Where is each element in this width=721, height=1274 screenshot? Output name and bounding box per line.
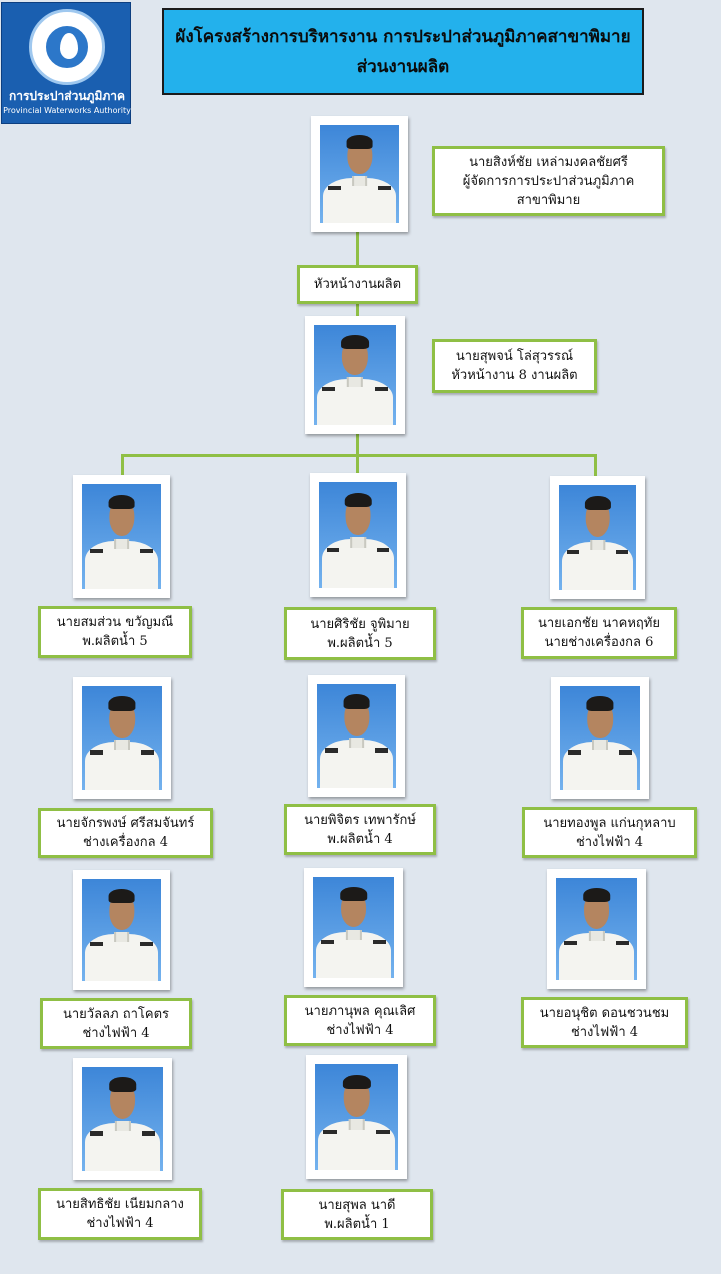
manager-position-line1: ผู้จัดการการประปาส่วนภูมิภาค: [462, 173, 635, 189]
staff-position-1: พ.ผลิตน้ำ 5: [82, 634, 148, 649]
staff-photo-7: [73, 870, 170, 990]
logo-name-en: Provincial Waterworks Authority: [3, 106, 131, 115]
staff-position-11: พ.ผลิตน้ำ 1: [324, 1216, 390, 1232]
staff-name-10: นายสิทธิชัย เนียมกลาง: [56, 1197, 184, 1212]
staff-position-5: พ.ผลิตน้ำ 4: [327, 831, 393, 847]
chart-title: ผังโครงสร้างการบริหารงาน การประปาส่วนภูม…: [162, 8, 644, 95]
staff-photo-9: [547, 869, 646, 989]
staff-photo-5: [308, 675, 405, 797]
staff-photo-8: [304, 868, 403, 987]
head-name-box: นายสุพจน์ โล่สุวรรณ์ หัวหน้างาน 8 งานผลิ…: [432, 339, 597, 393]
staff-name-box-6: นายทองพูล แก่นกุหลาบ ช่างไฟฟ้า 4: [522, 807, 697, 858]
staff-name-box-10: นายสิทธิชัย เนียมกลาง ช่างไฟฟ้า 4: [38, 1188, 202, 1240]
staff-name-1: นายสมส่วน ขวัญมณี: [56, 615, 174, 630]
section-label-box: หัวหน้างานผลิต: [297, 265, 418, 304]
staff-name-11: นายสุพล นาดี: [318, 1197, 396, 1213]
title-line-2: ส่วนงานผลิต: [356, 56, 450, 77]
staff-photo-2: [310, 473, 406, 597]
staff-name-8: นายภานุพล คุณเลิศ: [304, 1003, 416, 1019]
staff-name-3: นายเอกชัย นาคหฤทัย: [537, 616, 660, 631]
staff-position-3: นายช่างเครื่องกล 6: [544, 635, 654, 650]
manager-position-line2: สาขาพิมาย: [516, 192, 581, 208]
connector-horizontal: [121, 454, 597, 457]
logo-name-th: การประปาส่วนภูมิภาค: [8, 89, 126, 103]
staff-photo-1: [73, 475, 170, 598]
manager-name-box: นายสิงห์ชัย เหล่ามงคลชัยศรี ผู้จัดการการ…: [432, 146, 665, 216]
staff-photo-6: [551, 677, 649, 799]
staff-photo-4: [73, 677, 171, 799]
staff-name-4: นายจักรพงษ์ ศรีสมจันทร์: [56, 816, 195, 831]
staff-position-10: ช่างไฟฟ้า 4: [86, 1216, 154, 1231]
staff-name-5: นายพิจิตร เทพารักษ์: [304, 812, 416, 828]
staff-name-2: นายศิริชัย จูพิมาย: [310, 616, 410, 632]
staff-name-box-3: นายเอกชัย นาคหฤทัย นายช่างเครื่องกล 6: [521, 607, 677, 659]
staff-name-box-1: นายสมส่วน ขวัญมณี พ.ผลิตน้ำ 5: [38, 606, 192, 658]
staff-photo-3: [550, 476, 645, 599]
staff-photo-11: [306, 1055, 407, 1179]
staff-name-box-11: นายสุพล นาดี พ.ผลิตน้ำ 1: [281, 1189, 433, 1240]
title-line-1: ผังโครงสร้างการบริหารงาน การประปาส่วนภูม…: [175, 26, 631, 47]
staff-name-box-7: นายวัลลภ ถาโคตร ช่างไฟฟ้า 4: [40, 998, 192, 1049]
pwa-logo: การประปาส่วนภูมิภาค Provincial Waterwork…: [1, 2, 131, 124]
staff-position-6: ช่างไฟฟ้า 4: [575, 834, 644, 850]
head-name: นายสุพจน์ โล่สุวรรณ์: [455, 349, 574, 364]
staff-position-4: ช่างเครื่องกล 4: [83, 835, 168, 850]
head-position: หัวหน้างาน 8 งานผลิต: [451, 368, 578, 383]
staff-name-box-9: นายอนุชิต ดอนชวนชม ช่างไฟฟ้า 4: [521, 997, 688, 1048]
connector-right-drop: [594, 454, 597, 476]
connector-section-head: [356, 302, 359, 316]
staff-name-box-5: นายพิจิตร เทพารักษ์ พ.ผลิตน้ำ 4: [284, 804, 436, 855]
staff-photo-10: [73, 1058, 172, 1180]
staff-name-box-8: นายภานุพล คุณเลิศ ช่างไฟฟ้า 4: [284, 995, 436, 1046]
connector-manager-section: [356, 232, 359, 266]
staff-position-7: ช่างไฟฟ้า 4: [82, 1025, 150, 1041]
staff-position-2: พ.ผลิตน้ำ 5: [327, 635, 393, 651]
manager-photo: [311, 116, 408, 232]
staff-position-9: ช่างไฟฟ้า 4: [570, 1024, 639, 1040]
staff-name-box-2: นายศิริชัย จูพิมาย พ.ผลิตน้ำ 5: [284, 607, 436, 660]
staff-name-9: นายอนุชิต ดอนชวนชม: [539, 1005, 670, 1021]
staff-name-box-4: นายจักรพงษ์ ศรีสมจันทร์ ช่างเครื่องกล 4: [38, 808, 213, 858]
logo-seal-icon: [29, 9, 105, 85]
staff-name-6: นายทองพูล แก่นกุหลาบ: [543, 815, 676, 831]
section-label: หัวหน้างานผลิต: [313, 277, 402, 292]
staff-position-8: ช่างไฟฟ้า 4: [326, 1022, 394, 1038]
manager-name: นายสิงห์ชัย เหล่ามงคลชัยศรี: [469, 154, 628, 170]
head-photo: [305, 316, 405, 434]
staff-name-7: นายวัลลภ ถาโคตร: [62, 1006, 169, 1022]
connector-left-drop: [121, 454, 124, 476]
